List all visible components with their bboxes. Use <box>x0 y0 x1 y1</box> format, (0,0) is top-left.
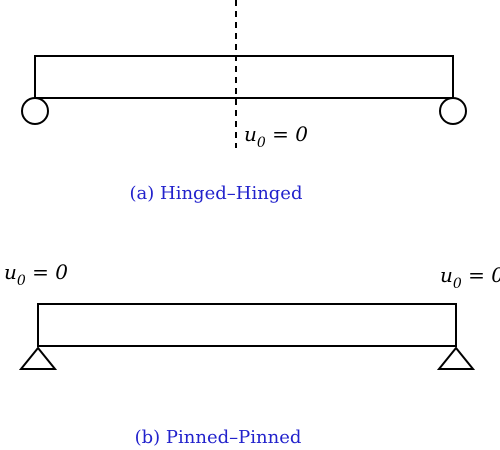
diagram-a-hinged-hinged: u0 = 0 (a) Hinged–Hinged <box>21 0 467 204</box>
left-displacement-label: u0 = 0 <box>4 260 68 289</box>
right-hinge-circle <box>439 97 467 125</box>
beam-b <box>37 303 457 347</box>
center-displacement-label: u0 = 0 <box>244 122 308 151</box>
left-pin-triangle <box>18 346 58 370</box>
caption-a: (a) Hinged–Hinged <box>130 183 303 204</box>
beam-a <box>34 55 454 99</box>
right-pin-triangle <box>436 346 476 370</box>
right-displacement-label: u0 = 0 <box>440 263 500 292</box>
caption-b: (b) Pinned–Pinned <box>135 427 302 448</box>
diagram-b-pinned-pinned: u0 = 0 u0 = 0 (b) Pinned–Pinned <box>4 260 500 448</box>
left-hinge-circle <box>21 97 49 125</box>
